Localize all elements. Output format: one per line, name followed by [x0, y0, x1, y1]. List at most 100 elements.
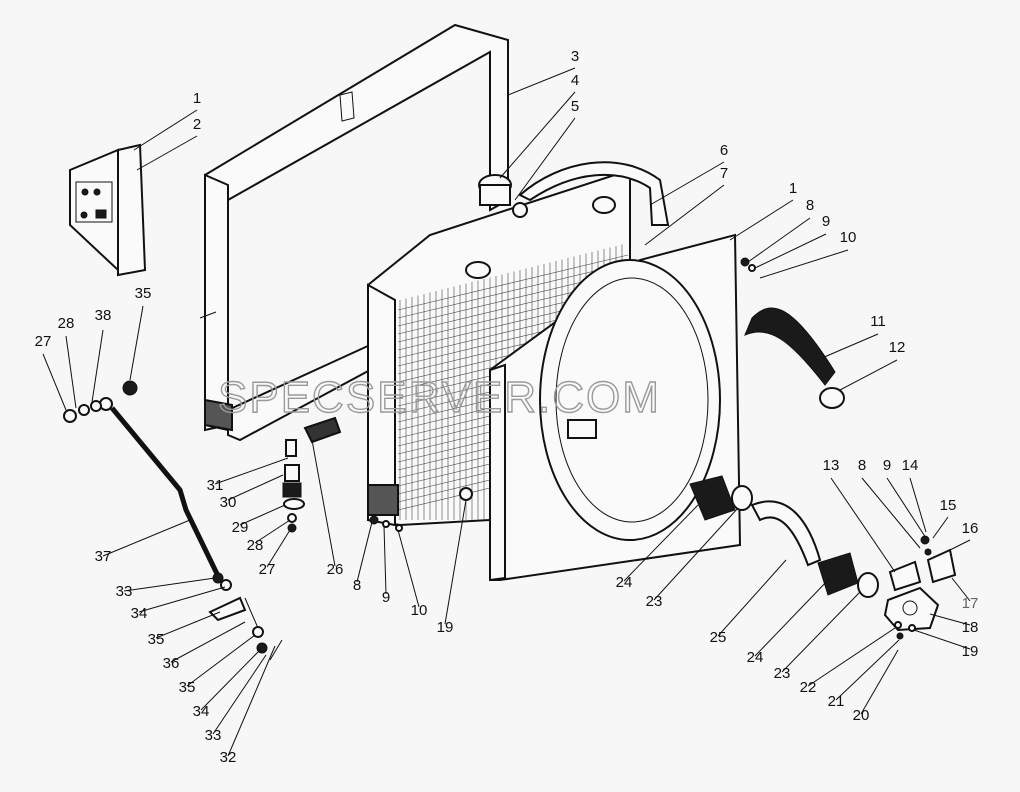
callout-leader-35 [129, 305, 144, 381]
callout-leader-14 [909, 477, 927, 533]
callout-label-9: 9 [382, 589, 390, 606]
callout-leader-13 [830, 477, 896, 573]
radiator-frame [199, 23, 509, 442]
callout-label-24: 24 [616, 574, 633, 591]
callout-label-27: 27 [35, 333, 52, 350]
callout-label-35: 35 [148, 631, 165, 648]
callout-label-8: 8 [353, 577, 361, 594]
fan-shroud [489, 233, 742, 582]
watermark: SPECSERVER.COM [218, 373, 661, 422]
callout-leader-24 [754, 577, 831, 657]
callout-label-9: 9 [883, 457, 891, 474]
callout-label-3: 3 [571, 48, 579, 65]
callout-leader-10 [759, 249, 849, 279]
callout-label-7: 7 [720, 165, 728, 182]
callout-label-30: 30 [220, 494, 237, 511]
callout-leader-18 [929, 613, 971, 626]
fasteners [63, 257, 916, 661]
callout-leader-15 [932, 516, 949, 539]
callout-label-28: 28 [58, 315, 75, 332]
callout-label-19: 19 [962, 643, 979, 660]
callout-label-5: 5 [571, 98, 579, 115]
callout-leader-21 [835, 639, 900, 701]
callout-leader-34 [200, 649, 261, 711]
callout-leader-30 [227, 474, 284, 501]
outlet-fitting [883, 535, 957, 632]
callout-label-17: 17 [962, 595, 979, 612]
callout-label-27: 27 [259, 561, 276, 578]
callout-leader-3 [507, 67, 576, 96]
callout-label-13: 13 [823, 457, 840, 474]
callout-label-19: 19 [437, 619, 454, 636]
callout-label-12: 12 [889, 339, 906, 356]
callout-leader-8 [747, 217, 811, 263]
callout-leader-33 [212, 654, 267, 735]
callout-leader-29 [239, 504, 286, 526]
callout-leader-12 [839, 359, 898, 391]
callout-label-25: 25 [710, 629, 727, 646]
callout-leader-32 [227, 645, 276, 757]
callout-label-28: 28 [247, 537, 264, 554]
callout-label-33: 33 [205, 727, 222, 744]
callout-label-24: 24 [747, 649, 764, 666]
callout-label-8: 8 [806, 197, 814, 214]
callout-label-15: 15 [940, 497, 957, 514]
callout-label-29: 29 [232, 519, 249, 536]
callout-leader-8 [861, 477, 921, 549]
callout-leader-24 [623, 504, 699, 582]
callout-label-14: 14 [902, 457, 919, 474]
callout-leader-23 [781, 591, 861, 673]
callout-leader-31 [214, 457, 289, 485]
instruction-plate [69, 143, 147, 277]
callout-leader-35 [155, 611, 221, 639]
callout-label-4: 4 [571, 72, 579, 89]
callout-leader-23 [653, 507, 739, 601]
callout-label-10: 10 [840, 229, 857, 246]
callout-label-26: 26 [327, 561, 344, 578]
callout-leader-1 [729, 199, 794, 241]
callout-leader-34 [138, 586, 226, 613]
callout-label-23: 23 [646, 593, 663, 610]
callout-label-22: 22 [800, 679, 817, 696]
callout-label-1: 1 [789, 180, 797, 197]
callout-leader-26 [311, 439, 336, 567]
callout-label-33: 33 [116, 583, 133, 600]
callout-leader-9 [886, 477, 927, 539]
callout-label-21: 21 [828, 693, 845, 710]
callout-leader-8 [356, 521, 373, 583]
callout-leader-7 [644, 184, 725, 246]
callout-label-10: 10 [411, 602, 428, 619]
callout-label-6: 6 [720, 142, 728, 159]
callout-label-9: 9 [822, 213, 830, 230]
callout-label-31: 31 [207, 477, 224, 494]
callout-label-34: 34 [131, 605, 148, 622]
callout-leader-19 [913, 629, 971, 650]
callout-leader-27 [266, 529, 291, 568]
filler-cap [465, 174, 616, 279]
callout-leader-38 [91, 329, 104, 403]
callout-leader-19 [444, 499, 467, 625]
callout-leader-37 [102, 519, 191, 557]
callout-leader-10 [397, 529, 420, 608]
callout-label-2: 2 [193, 116, 201, 133]
callout-leader-9 [754, 233, 827, 269]
callout-leader-11 [821, 333, 879, 359]
callout-leader-33 [123, 577, 216, 592]
callout-leader-6 [649, 161, 725, 206]
callout-leader-27 [42, 353, 67, 411]
callout-label-18: 18 [962, 619, 979, 636]
callout-label-32: 32 [220, 749, 237, 766]
callout-leader-22 [807, 627, 896, 687]
callout-leader-36 [170, 621, 246, 663]
callout-leader-17 [951, 577, 971, 602]
callout-label-20: 20 [853, 707, 870, 724]
callout-leader-28 [254, 519, 291, 544]
callout-leader-16 [945, 539, 971, 553]
callout-label-34: 34 [193, 703, 210, 720]
lower-hoses [689, 475, 879, 598]
brace-rod [99, 397, 223, 582]
callout-leader-1 [133, 109, 198, 151]
callout-leader-9 [383, 525, 387, 595]
